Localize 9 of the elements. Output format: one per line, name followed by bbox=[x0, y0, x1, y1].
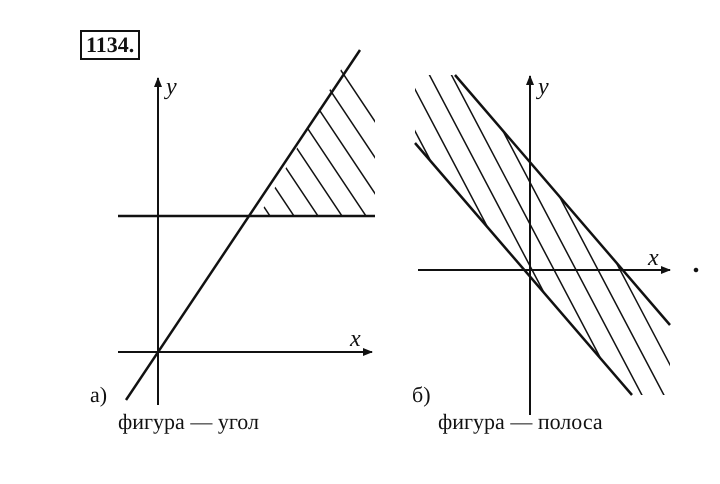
axis-label: y bbox=[538, 74, 549, 100]
problem-number: 1134. bbox=[80, 30, 140, 60]
axis-label: x bbox=[648, 245, 659, 272]
caption: фигура — угол bbox=[118, 410, 259, 434]
axis-label: y bbox=[166, 74, 177, 100]
axis-label: x bbox=[350, 326, 361, 352]
caption: фигура — полоса bbox=[438, 410, 603, 434]
panel-label: а) bbox=[90, 383, 108, 408]
panel-label: б) bbox=[412, 383, 431, 408]
